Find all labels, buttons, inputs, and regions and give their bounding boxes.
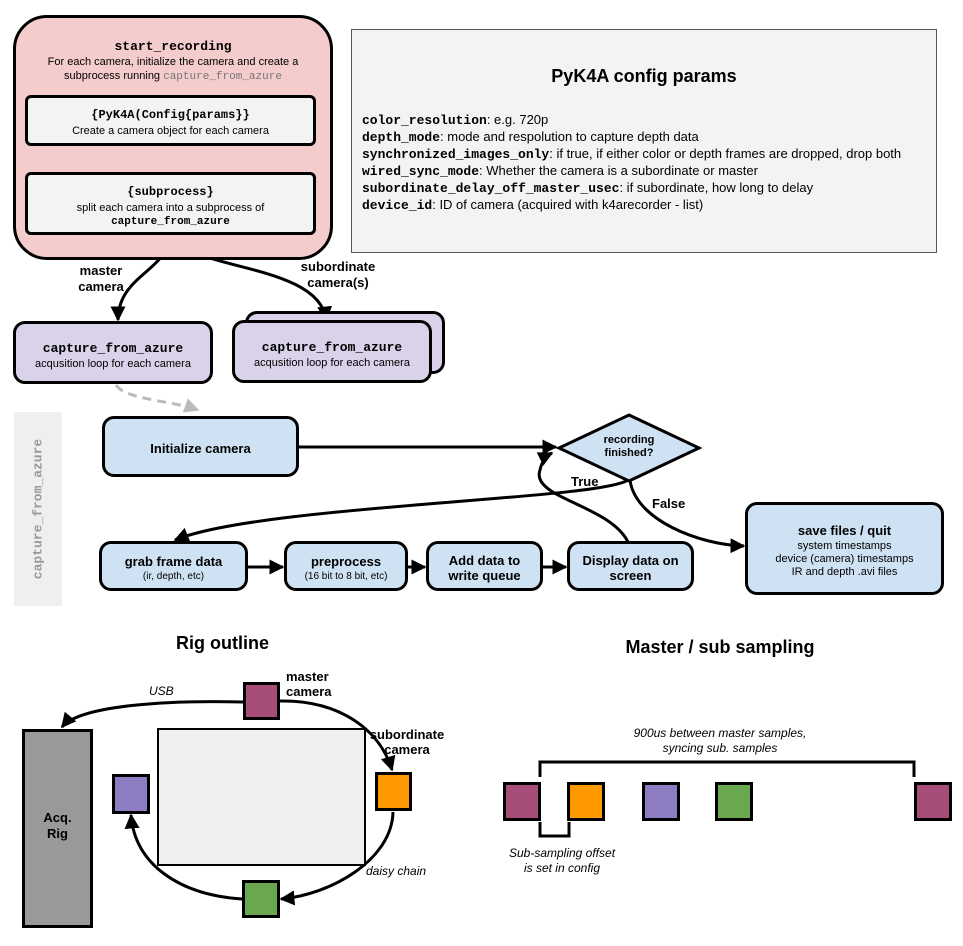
capture-loop-side-label: capture_from_azure <box>14 412 62 606</box>
config-param-row: device_id: ID of camera (acquired with k… <box>362 197 704 213</box>
rig-frame <box>157 728 366 866</box>
config-param-row: color_resolution: e.g. 720p <box>362 112 549 128</box>
sample-sub-purple <box>642 782 680 821</box>
sampling-between-label: 900us between master samples,syncing sub… <box>633 726 807 755</box>
config-param-row: synchronized_images_only: if true, if ei… <box>362 146 902 162</box>
subprocess-box-desc: split each camera into a subprocess of <box>76 202 265 214</box>
rig-sub-camera-green <box>242 880 280 918</box>
save-files-box: save files / quit system timestamps devi… <box>745 502 944 595</box>
config-param-list: color_resolution: e.g. 720p depth_mode: … <box>362 112 901 214</box>
preprocess-box: preprocess (16 bit to 8 bit, etc) <box>284 541 408 591</box>
pyk4a-box-title: {PyK4A(Config{params}} <box>91 108 250 122</box>
sampling-bracket-offset <box>538 822 571 838</box>
grab-frame-box: grab frame data (ir, depth, etc) <box>99 541 248 591</box>
config-param-row: wired_sync_mode: Whether the camera is a… <box>362 163 758 179</box>
sample-sub-green <box>715 782 753 821</box>
start-recording-desc-1: For each camera, initialize the camera a… <box>47 56 299 68</box>
capture-sub-title: capture_from_azure <box>261 340 403 355</box>
pyk4a-box-desc: Create a camera object for each camera <box>72 125 269 137</box>
rig-sub-camera-orange <box>375 772 412 811</box>
subprocess-box-title: {subprocess} <box>127 185 214 199</box>
sample-master-1 <box>503 782 541 821</box>
daisy-sub-to-bottom <box>279 811 395 906</box>
daisy-bottom-to-left <box>124 813 243 901</box>
config-panel-title: PyK4A config params <box>551 66 737 86</box>
sampling-title: Master / sub sampling <box>625 637 815 657</box>
sample-sub-orange <box>567 782 605 821</box>
usb-cable <box>60 700 244 729</box>
subprocess-box: {subprocess} split each camera into a su… <box>25 172 316 235</box>
rig-sub-camera-purple <box>112 774 150 814</box>
start-recording-desc-2: subprocess running capture_from_azure <box>64 70 282 83</box>
arrow-display-to-decision <box>536 451 630 543</box>
start-recording-title: start_recording <box>114 39 232 54</box>
arrow-true-to-grab <box>173 478 629 542</box>
pyk4a-config-box: {PyK4A(Config{params}} Create a camera o… <box>25 95 316 146</box>
dashed-expand-arrow <box>114 383 200 413</box>
capture-master-desc: acqusition loop for each camera <box>35 358 191 370</box>
arrow-false-to-save <box>628 479 746 554</box>
capture-master-title: capture_from_azure <box>42 341 184 356</box>
acq-rig: Acq.Rig <box>22 729 93 928</box>
capture-sub-box: capture_from_azure acqusition loop for e… <box>232 320 432 383</box>
subprocess-box-code: capture_from_azure <box>111 216 230 228</box>
daisy-chain-label: daisy chain <box>366 864 427 878</box>
config-param-row: depth_mode: mode and respolution to capt… <box>362 129 699 145</box>
config-panel: PyK4A config params color_resolution: e.… <box>351 29 937 253</box>
sampling-bracket-top <box>538 760 916 777</box>
usb-label: USB <box>149 684 174 698</box>
daisy-master-to-sub <box>279 699 396 772</box>
false-label: False <box>652 496 686 511</box>
sample-master-2 <box>914 782 952 821</box>
rig-outline-title: Rig outline <box>176 633 269 653</box>
config-param-row: subordinate_delay_off_master_usec: if su… <box>362 180 814 196</box>
capture-master-box: capture_from_azure acqusition loop for e… <box>13 321 213 384</box>
recording-finished-decision <box>556 413 702 483</box>
capture-sub-desc: acqusition loop for each camera <box>254 357 410 369</box>
rig-master-camera <box>243 682 280 720</box>
initialize-camera-box: Initialize camera <box>102 416 299 477</box>
true-label: True <box>571 474 599 489</box>
